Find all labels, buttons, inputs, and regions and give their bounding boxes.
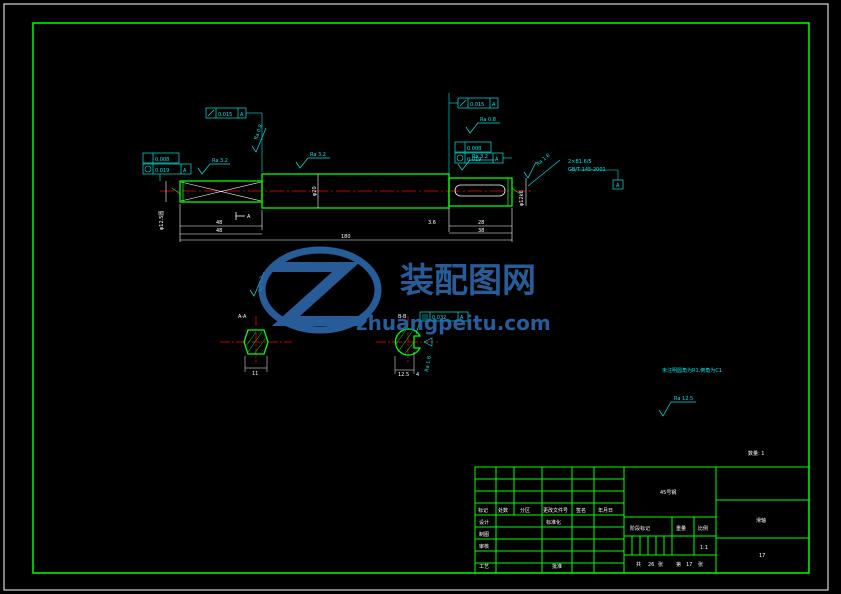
dim-left-seg: 48 [216,220,222,226]
right-center-hole [511,187,521,195]
tb-sheet-current-prefix: 第 [676,561,681,568]
tb-approve-label: 批准 [552,563,562,570]
tol-left-top-ref: A [240,112,244,118]
dim-right-seg: 38 [478,228,484,234]
dim-dia-middle: φ20 [312,186,318,196]
shaft-main-view [160,173,532,209]
tb-process-label: 工艺 [479,564,489,570]
roughness-right-mid: Ra 3.2 [472,154,488,160]
tol-right-runout-value: 0.008 [467,146,481,152]
thread-note-line2: GB/T 145-2001 [568,167,606,173]
section-b-dim-2: 4 [416,372,419,378]
tol-section-b-value: 0.032 [432,315,446,321]
tb-weight-label: 重量 [676,525,686,532]
thread-note: 2×B1.6/5 GB/T 145-2001 [527,159,606,187]
tb-scale-label: 比例 [698,525,708,532]
tb-sign-label: 签名 [576,507,586,514]
thread-note-line1: 2×B1.6/5 [568,159,592,165]
tol-left-coax-ref: A [183,168,187,174]
drawing-frame [32,22,810,574]
dimensions [165,174,527,242]
tb-sheet-total: 26 [648,562,654,568]
section-b-view: B-B 0.032 A 12.5 4 [376,311,469,378]
tb-sheet-total-prefix: 共 [636,561,641,568]
dim-keyway-length: 28 [478,220,484,226]
section-b-label: B-B [398,314,407,320]
tb-date-label: 年月日 [598,507,613,514]
roughness-section-b: Ra 1.6 [424,356,433,373]
datum-a-label: A [616,183,620,189]
watermark-brand-url: zhuangpeitu.com [356,311,551,335]
roughness-symbols [197,122,696,417]
dim-total-length: 180 [341,234,351,240]
roughness-right-top: Ra 0.8 [480,117,496,123]
tol-left-top-value: 0.015 [218,112,232,118]
roughness-center: Ra 3.2 [310,152,326,158]
tb-standardize-label: 标准化 [546,519,561,526]
tb-drafting-label: 制图 [479,531,489,538]
section-b-dim-1: 12.5 [398,372,409,378]
tb-stage-mark-label: 阶段标记 [630,525,650,532]
tb-design-label: 设计 [479,519,489,526]
tolerance-left-top: 0.015 A [205,107,263,172]
dim-chamfer: 3.6 [428,220,436,226]
tol-right-top-ref: A [492,102,496,108]
section-a-label: A-A [238,314,247,320]
tb-sheet-total-suffix: 张 [658,561,663,568]
tb-material: 45号钢 [660,489,676,496]
watermark-logo-ring [258,246,382,334]
tol-right-top-value: 0.015 [470,102,484,108]
watermark: 装配图网 zhuangpeitu.com [258,246,551,335]
tolerance-right-top: 0.015 A [448,93,499,176]
tb-sheet-current: 17 [686,562,692,568]
roughness-left-top: Ra 0.8 [253,124,264,141]
technical-requirement: 未注明圆角为R1,倒角为C1 [662,367,722,374]
title-block-text: 标记 处数 分区 更改文件号 签名 年月日 设计 标准化 制图 审核 工艺 批准… [478,489,766,570]
tb-drawing-no: 17 [759,553,765,559]
tolerance-left-runout: 0.008 0.019 A [142,152,192,181]
left-journal-cross-2 [180,181,262,202]
tol-section-b-ref: A [460,315,464,321]
tb-sheet-current-suffix: 张 [698,561,703,568]
tb-zone-label: 分区 [520,507,530,514]
datum-a-marker: A [570,169,624,190]
tb-review-label: 审核 [479,543,489,550]
roughness-left-mid: Ra 3.2 [212,158,228,164]
section-cut-mark-a: A [235,212,251,220]
section-a-view: A-A 11 [220,314,292,377]
section-a-dim: 11 [252,371,258,377]
tb-change-doc-label: 更改文件号 [543,507,568,514]
title-block [474,466,810,574]
roughness-general: Ra 12.5 [674,396,693,402]
dim-dia-left: φ12.5圆 [159,211,165,230]
tb-scale-value: 1:1 [700,545,708,551]
dim-left-total: 48 [216,228,222,234]
section-cut-label: A [247,214,251,220]
tol-left-runout-value: 0.008 [155,157,169,163]
roughness-right-end: Ra 1.6 [535,153,551,168]
shaft-keyway [454,184,506,197]
left-center-hole [171,187,181,195]
tb-part-name: 滑轴 [756,517,766,524]
shaft-right-journal [448,177,513,207]
tol-right-coax-ref: A [495,157,499,163]
paper-border [3,3,829,591]
quantity-note: 数量: 1 [748,450,764,457]
watermark-brand-cn: 装配图网 [400,261,536,301]
tol-left-coax-value: 0.019 [155,168,169,174]
dim-dia-right: φ12k6 [519,190,525,206]
watermark-logo-mark [272,262,370,326]
tb-mark-label: 标记 [478,507,488,514]
tb-count-label: 处数 [498,507,508,514]
